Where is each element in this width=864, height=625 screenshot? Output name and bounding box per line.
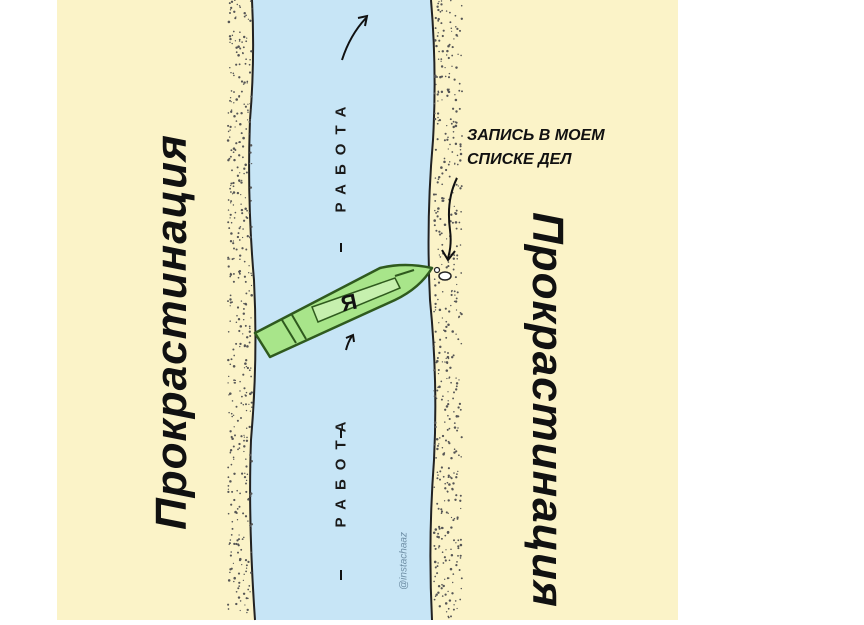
arrow-upper	[341, 17, 367, 61]
river-label-lower: РАБОТА	[332, 412, 350, 528]
arrow-upper-head	[357, 14, 369, 27]
right-bank-label: Прокрастинация	[523, 212, 572, 608]
artist-credit: @instachaaz	[398, 532, 410, 590]
river-label-upper: РАБОТА	[332, 97, 350, 213]
left-bank	[57, 0, 255, 620]
todo-item-icon	[433, 266, 452, 281]
boat	[253, 263, 434, 359]
right-bank	[430, 0, 678, 620]
note-arrow	[447, 177, 458, 259]
left-bank-label: Прокрастинация	[147, 134, 196, 530]
todo-note: ЗАПИСЬ В МОЕМ СПИСКЕ ДЕЛ	[467, 127, 605, 168]
note-arrow-head	[441, 249, 456, 262]
arrow-middle	[345, 335, 353, 351]
sand-dots	[226, 0, 463, 619]
arrow-middle-head	[345, 333, 355, 343]
